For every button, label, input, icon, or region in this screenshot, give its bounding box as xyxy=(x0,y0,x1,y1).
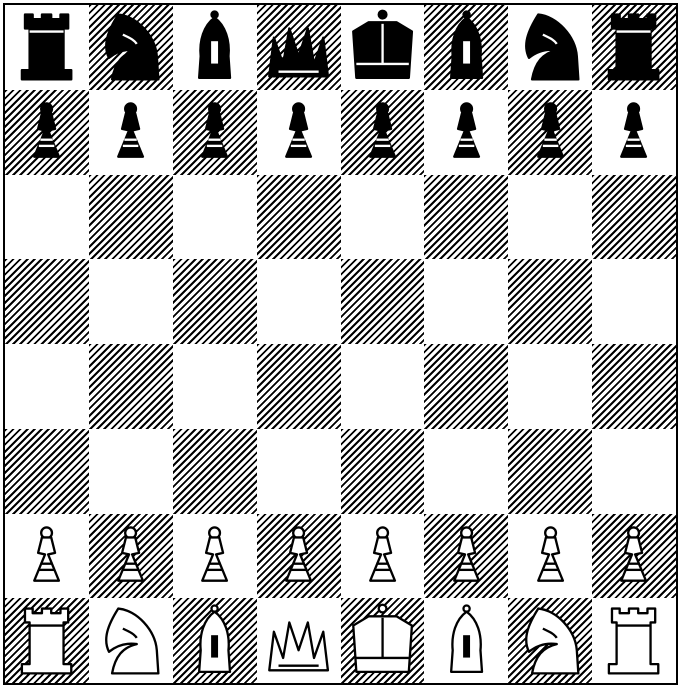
square-f1[interactable] xyxy=(424,598,508,683)
black-queen-icon[interactable] xyxy=(260,8,337,86)
white-rook-icon[interactable] xyxy=(595,602,672,680)
white-bishop-icon[interactable] xyxy=(428,602,505,680)
square-g7[interactable] xyxy=(508,90,592,175)
square-h3[interactable] xyxy=(592,429,676,514)
square-c5[interactable] xyxy=(173,259,257,344)
chess-board-frame xyxy=(3,3,678,685)
white-pawn-icon[interactable] xyxy=(260,517,337,595)
square-a7[interactable] xyxy=(5,90,89,175)
square-e2[interactable] xyxy=(341,514,425,599)
square-a3[interactable] xyxy=(5,429,89,514)
square-c3[interactable] xyxy=(173,429,257,514)
square-f3[interactable] xyxy=(424,429,508,514)
square-d8[interactable] xyxy=(257,5,341,90)
square-h1[interactable] xyxy=(592,598,676,683)
square-e5[interactable] xyxy=(341,259,425,344)
square-e7[interactable] xyxy=(341,90,425,175)
white-pawn-icon[interactable] xyxy=(512,517,589,595)
square-h8[interactable] xyxy=(592,5,676,90)
square-d4[interactable] xyxy=(257,344,341,429)
square-c1[interactable] xyxy=(173,598,257,683)
square-d1[interactable] xyxy=(257,598,341,683)
black-king-icon[interactable] xyxy=(344,8,421,86)
black-knight-icon[interactable] xyxy=(512,8,589,86)
square-d3[interactable] xyxy=(257,429,341,514)
square-b5[interactable] xyxy=(89,259,173,344)
square-f2[interactable] xyxy=(424,514,508,599)
square-b3[interactable] xyxy=(89,429,173,514)
square-g4[interactable] xyxy=(508,344,592,429)
square-h4[interactable] xyxy=(592,344,676,429)
black-pawn-icon[interactable] xyxy=(595,93,672,171)
black-pawn-icon[interactable] xyxy=(92,93,169,171)
square-h7[interactable] xyxy=(592,90,676,175)
white-pawn-icon[interactable] xyxy=(428,517,505,595)
square-h2[interactable] xyxy=(592,514,676,599)
black-pawn-icon[interactable] xyxy=(344,93,421,171)
square-e1[interactable] xyxy=(341,598,425,683)
white-bishop-icon[interactable] xyxy=(176,602,253,680)
white-pawn-icon[interactable] xyxy=(595,517,672,595)
white-pawn-icon[interactable] xyxy=(176,517,253,595)
white-rook-icon[interactable] xyxy=(8,602,85,680)
white-pawn-icon[interactable] xyxy=(92,517,169,595)
square-b7[interactable] xyxy=(89,90,173,175)
square-d2[interactable] xyxy=(257,514,341,599)
square-b6[interactable] xyxy=(89,175,173,260)
black-bishop-icon[interactable] xyxy=(428,8,505,86)
white-knight-icon[interactable] xyxy=(92,602,169,680)
square-h6[interactable] xyxy=(592,175,676,260)
square-a4[interactable] xyxy=(5,344,89,429)
black-pawn-icon[interactable] xyxy=(8,93,85,171)
square-c6[interactable] xyxy=(173,175,257,260)
square-g6[interactable] xyxy=(508,175,592,260)
square-d6[interactable] xyxy=(257,175,341,260)
square-g1[interactable] xyxy=(508,598,592,683)
square-d7[interactable] xyxy=(257,90,341,175)
square-f5[interactable] xyxy=(424,259,508,344)
square-b4[interactable] xyxy=(89,344,173,429)
black-rook-icon[interactable] xyxy=(8,8,85,86)
square-g8[interactable] xyxy=(508,5,592,90)
white-pawn-icon[interactable] xyxy=(344,517,421,595)
black-knight-icon[interactable] xyxy=(92,8,169,86)
black-pawn-icon[interactable] xyxy=(260,93,337,171)
square-f4[interactable] xyxy=(424,344,508,429)
square-c4[interactable] xyxy=(173,344,257,429)
square-g3[interactable] xyxy=(508,429,592,514)
black-pawn-icon[interactable] xyxy=(176,93,253,171)
white-queen-icon[interactable] xyxy=(260,602,337,680)
square-b8[interactable] xyxy=(89,5,173,90)
square-e8[interactable] xyxy=(341,5,425,90)
black-rook-icon[interactable] xyxy=(595,8,672,86)
square-g2[interactable] xyxy=(508,514,592,599)
square-f6[interactable] xyxy=(424,175,508,260)
square-f7[interactable] xyxy=(424,90,508,175)
square-a2[interactable] xyxy=(5,514,89,599)
square-a8[interactable] xyxy=(5,5,89,90)
white-pawn-icon[interactable] xyxy=(8,517,85,595)
square-a6[interactable] xyxy=(5,175,89,260)
black-bishop-icon[interactable] xyxy=(176,8,253,86)
square-c2[interactable] xyxy=(173,514,257,599)
square-d5[interactable] xyxy=(257,259,341,344)
square-a5[interactable] xyxy=(5,259,89,344)
white-king-icon[interactable] xyxy=(344,602,421,680)
square-g5[interactable] xyxy=(508,259,592,344)
white-knight-icon[interactable] xyxy=(512,602,589,680)
black-pawn-icon[interactable] xyxy=(512,93,589,171)
square-c7[interactable] xyxy=(173,90,257,175)
square-c8[interactable] xyxy=(173,5,257,90)
chess-board xyxy=(5,5,676,683)
square-h5[interactable] xyxy=(592,259,676,344)
square-e4[interactable] xyxy=(341,344,425,429)
square-b1[interactable] xyxy=(89,598,173,683)
square-a1[interactable] xyxy=(5,598,89,683)
square-b2[interactable] xyxy=(89,514,173,599)
square-e6[interactable] xyxy=(341,175,425,260)
black-pawn-icon[interactable] xyxy=(428,93,505,171)
square-f8[interactable] xyxy=(424,5,508,90)
square-e3[interactable] xyxy=(341,429,425,514)
